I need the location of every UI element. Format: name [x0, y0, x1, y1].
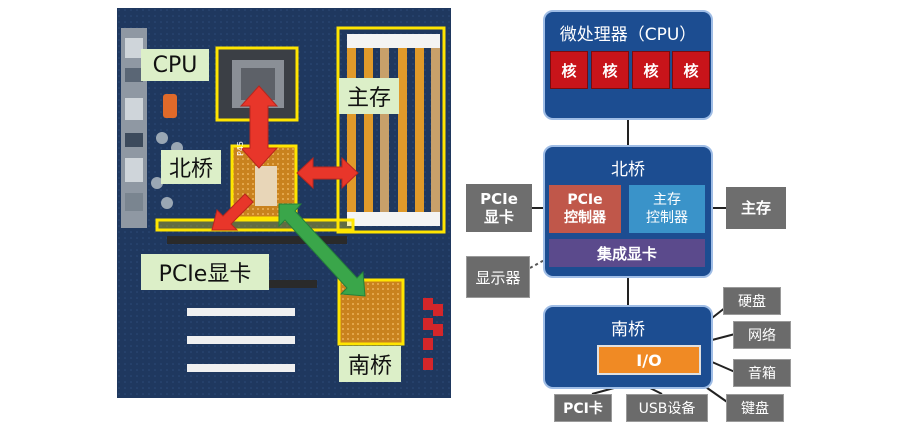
- integrated-gpu: 集成显卡: [549, 239, 705, 267]
- pci-card-box: PCI卡: [554, 394, 612, 422]
- core-1: 核: [551, 52, 587, 88]
- svg-text:P45: P45: [236, 141, 245, 156]
- hard-disk-box: 硬盘: [723, 287, 781, 315]
- core-2: 核: [592, 52, 628, 88]
- usb-device-box: USB设备: [626, 394, 708, 422]
- display-box: 显示器: [466, 256, 530, 298]
- nb-sb-link: [627, 278, 629, 306]
- pcie-controller: PCIe 控制器: [549, 185, 621, 233]
- memory-controller: 主存 控制器: [629, 185, 705, 233]
- cpu-label: CPU: [141, 49, 209, 81]
- gpu-pcie-link: [532, 207, 548, 209]
- io-block: I/O: [597, 345, 701, 375]
- main-memory-label: 主存: [339, 78, 399, 114]
- cpu-nb-link: [627, 118, 629, 146]
- pci-link: [591, 387, 615, 395]
- south-bridge-box: 南桥 I/O: [543, 305, 713, 389]
- usb-link: [649, 387, 663, 395]
- speaker-box: 音箱: [733, 359, 791, 387]
- speaker-link: [711, 361, 736, 373]
- north-bridge-title: 北桥: [611, 160, 645, 180]
- south-bridge-title: 南桥: [611, 320, 645, 340]
- north-bridge-box: 北桥 PCIe 控制器 主存 控制器 集成显卡: [543, 145, 713, 278]
- core-4: 核: [673, 52, 709, 88]
- core-3: 核: [633, 52, 669, 88]
- mem-link: [708, 207, 726, 209]
- keyboard-box: 键盘: [726, 394, 784, 422]
- cpu-box-title: 微处理器（CPU）: [559, 25, 697, 45]
- motherboard-photo: P45 CPU 主存 北桥 PCIe显卡 南桥: [117, 8, 451, 398]
- cpu-box: 微处理器（CPU） 核 核 核 核: [543, 10, 713, 120]
- pcie-gpu-label: PCIe显卡: [141, 254, 269, 290]
- network-box: 网络: [733, 321, 791, 349]
- main-memory-box: 主存: [726, 187, 786, 229]
- south-bridge-label: 南桥: [339, 346, 401, 382]
- pcie-gpu-box: PCIe 显卡: [466, 184, 532, 232]
- north-bridge-label: 北桥: [161, 150, 221, 184]
- network-link: [711, 333, 736, 341]
